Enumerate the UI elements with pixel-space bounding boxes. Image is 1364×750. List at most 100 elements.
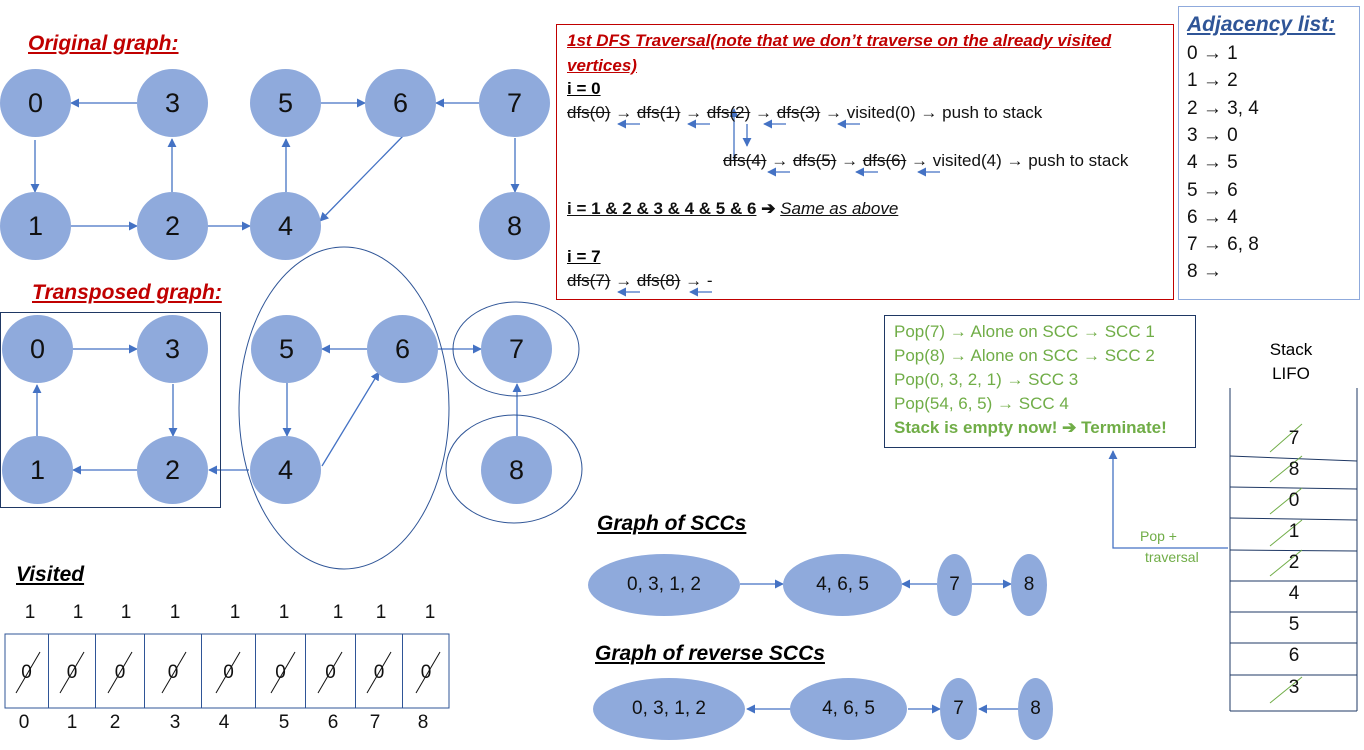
trans-node-6: 6 [367,315,438,383]
pop-step-3: Pop(0, 3, 2, 1) → SCC 3 [894,370,1079,389]
visited-value: 1 [375,602,387,623]
stack-item: 6 [1288,645,1300,666]
stack-title: Stack [1269,340,1313,359]
dfs-row-i1: i = 1 & 2 & 3 & 4 & 5 & 6 ➔ Same as abov… [567,199,899,218]
orig-node-4: 4 [250,192,321,260]
visited-index: 4 [218,712,230,733]
rscc-node-7: 7 [940,678,977,740]
orig-node-8: 8 [479,192,550,260]
visited-value: 1 [24,602,36,623]
stack-item: 4 [1288,583,1300,604]
dfs-title-2: vertices) [567,56,637,75]
visited-cell: 0 [356,634,403,708]
visited-value: 1 [424,602,436,623]
visited-cell: 0 [49,634,96,708]
adjacency-title: Adjacency list: [1187,13,1336,36]
visited-index: 5 [278,712,290,733]
scc-node-7: 7 [937,554,972,616]
visited-value: 1 [72,602,84,623]
tedge-4-6 [321,371,380,467]
pop-step-4: Pop(54, 6, 5) → SCC 4 [894,394,1069,413]
stack-item: 8 [1288,459,1300,480]
visited-title: Visited [16,563,85,586]
visited-strikes [15,651,441,694]
adjacency-entry: 1 → 2 [1187,70,1238,92]
dfs-row-2: dfs(4) → dfs(5) → dfs(6) → visited(4) → … [723,151,1129,170]
visited-cell: 0 [202,634,256,708]
stack-subtitle: LIFO [1272,364,1310,383]
adjacency-entry: 7 → 6, 8 [1187,234,1259,256]
scc-node-465: 4, 6, 5 [783,554,902,616]
visited-index: 1 [66,712,78,733]
dfs-title-1: 1st DFS Traversal(note that we don’t tra… [567,31,1112,50]
original-graph-title: Original graph: [28,32,179,55]
visited-index: 8 [417,712,429,733]
stack-item: 0 [1288,490,1300,511]
orig-node-0: 0 [0,69,71,137]
pop-steps-box: Pop(7) → Alone on SCC → SCC 1 Pop(8) → A… [884,315,1196,448]
dfs-row-1: dfs(0) → dfs(1) → dfs(2) → dfs(3) → visi… [567,103,1043,122]
pop-traversal-arrow [1108,450,1228,549]
trans-node-5: 5 [251,315,322,383]
scc-ellipse-456 [238,246,450,570]
visited-cell-initial: 0 [66,662,78,683]
visited-index: 0 [18,712,30,733]
reverse-scc-graph-title: Graph of reverse SCCs [595,642,825,665]
rscc-node-0312: 0, 3, 1, 2 [593,678,745,740]
visited-value: 1 [229,602,241,623]
adjacency-entry: 0 → 1 [1187,43,1238,64]
scc-node-0312: 0, 3, 1, 2 [588,554,740,616]
visited-cell-initial: 0 [325,662,336,683]
adjacency-entry: 4 → 5 [1187,152,1238,174]
stack-box [1229,388,1358,712]
adjacency-entry: 3 → 0 [1187,124,1238,146]
transposed-graph-title: Transposed graph: [32,281,222,304]
stack-item: 1 [1288,521,1300,542]
stack-item: 5 [1288,614,1300,635]
stack-item: 2 [1288,552,1300,573]
visited-cell: 0 [306,634,356,708]
visited-index: 7 [369,712,381,733]
visited-cell: 0 [96,634,145,708]
orig-node-6: 6 [365,69,436,137]
stack-strikes [1269,423,1303,704]
trans-node-8: 8 [481,436,552,504]
scc-ellipse-8 [445,414,583,524]
visited-cell-initial: 0 [223,662,234,683]
scc-box-0123 [0,312,221,508]
dfs-traversal-box: 1st DFS Traversal(note that we don’t tra… [556,24,1174,300]
visited-value: 1 [332,602,344,623]
dfs-i7: i = 7 [567,247,601,266]
edge-6-4 [319,135,404,222]
stack-item: 3 [1288,677,1300,698]
visited-cell-initial: 0 [167,662,179,683]
pop-step-2: Pop(8) → Alone on SCC → SCC 2 [894,346,1155,365]
dfs-i0: i = 0 [567,79,601,98]
visited-cell: 0 [145,634,202,708]
visited-index: 2 [109,712,121,733]
trans-node-7: 7 [481,315,552,383]
scc-graph-title: Graph of SCCs [597,512,747,535]
visited-index: 6 [327,712,339,733]
trans-node-4: 4 [250,436,321,504]
rscc-node-8: 8 [1018,678,1053,740]
trans-node-1: 1 [2,436,73,504]
visited-cell-initial: 0 [373,662,385,683]
visited-cell: 0 [5,634,49,708]
scc-node-8: 8 [1011,554,1047,616]
visited-cell-initial: 0 [21,662,32,683]
visited-cell: 0 [403,634,449,708]
pop-step-1: Pop(7) → Alone on SCC → SCC 1 [894,322,1155,341]
scc-ellipse-7 [452,301,580,397]
orig-node-5: 5 [250,69,321,137]
orig-node-7: 7 [479,69,550,137]
adjacency-entry: 2 → 3, 4 [1187,97,1259,119]
pop-traversal-label-1: Pop + [1140,528,1177,544]
adjacency-list-box: Adjacency list: 0 → 1 1 → 2 2 → 3, 4 3 → 0 4… [1178,6,1360,300]
orig-node-3: 3 [137,69,208,137]
adjacency-entry: 6 → 4 [1187,206,1238,228]
dfs-row-3: dfs(7) → dfs(8) → - [567,271,713,290]
visited-value: 1 [169,602,181,623]
